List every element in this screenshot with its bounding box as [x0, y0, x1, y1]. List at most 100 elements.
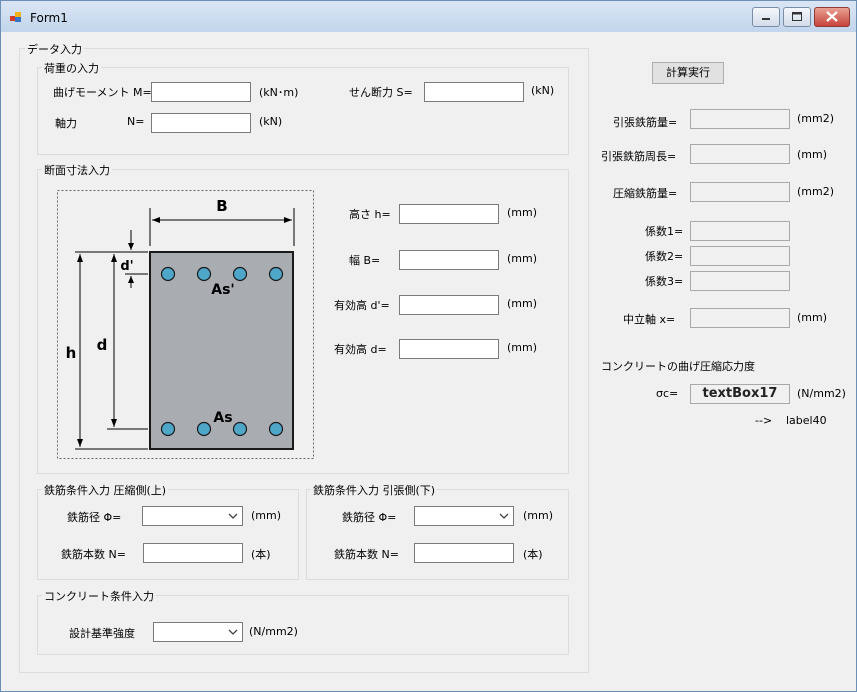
width-input[interactable]	[399, 250, 499, 270]
strength-select[interactable]	[153, 622, 243, 642]
rebar-comp-group	[37, 489, 299, 580]
neutral-axis-label: 中立軸 x=	[623, 313, 676, 326]
close-button[interactable]	[814, 7, 850, 27]
as-prime-label: As'	[211, 282, 234, 298]
sigma-label: σc=	[656, 387, 679, 400]
eff-dprime-unit: (mm)	[507, 297, 538, 310]
coef3-output	[690, 271, 790, 291]
tens-dia-select[interactable]	[414, 506, 514, 526]
chevron-down-icon	[228, 513, 238, 519]
close-icon	[826, 11, 838, 22]
section-diagram: B As' As h d d'	[57, 190, 314, 459]
coef2-label: 係数2=	[645, 250, 684, 263]
as-label: As	[213, 410, 232, 426]
moment-unit: (kN･m)	[259, 86, 299, 99]
maximize-button[interactable]	[783, 7, 811, 27]
rebar-tens-legend: 鉄筋条件入力 引張側(下)	[311, 482, 438, 498]
b-arrow-right	[284, 217, 292, 223]
axial-unit: (kN)	[259, 115, 283, 128]
d-arrow-top	[111, 254, 117, 262]
tension-area-unit: (mm2)	[797, 112, 835, 125]
strength-unit: (N/mm2)	[249, 625, 298, 638]
comp-area-unit: (mm2)	[797, 185, 835, 198]
coef2-output	[690, 246, 790, 266]
diagram-frame	[57, 190, 314, 459]
top-rebar	[196, 266, 212, 282]
eff-dprime-input[interactable]	[399, 295, 499, 315]
window-title: Form1	[30, 11, 68, 25]
section-input-group	[37, 169, 569, 474]
h-label: h	[66, 344, 77, 362]
eff-d-input[interactable]	[399, 339, 499, 359]
moment-label: 曲げモーメント M=	[53, 86, 152, 99]
width-unit: (mm)	[507, 252, 538, 265]
strength-label: 設計基準強度	[69, 627, 135, 640]
b-label: B	[216, 197, 227, 215]
dprime-label: d'	[120, 259, 133, 274]
top-rebar	[160, 266, 176, 282]
axial-label: 軸力	[55, 117, 77, 130]
height-unit: (mm)	[507, 206, 538, 219]
data-input-legend: データ入力	[25, 41, 84, 57]
chevron-down-icon	[499, 513, 509, 519]
tens-count-input[interactable]	[414, 543, 514, 563]
comp-count-input[interactable]	[143, 543, 243, 563]
h-arrow-top	[77, 254, 83, 262]
concrete-group	[37, 595, 569, 655]
height-input[interactable]	[399, 204, 499, 224]
bottom-rebar	[160, 421, 176, 437]
coef1-output	[690, 221, 790, 241]
chevron-down-icon	[228, 629, 238, 635]
shear-input[interactable]	[424, 82, 524, 102]
bottom-rebar	[232, 421, 248, 437]
eff-d-unit: (mm)	[507, 341, 538, 354]
b-arrow-left	[152, 217, 160, 223]
coef1-label: 係数1=	[645, 225, 684, 238]
top-rebar	[232, 266, 248, 282]
d-arrow-bottom	[111, 419, 117, 427]
section-input-legend: 断面寸法入力	[42, 162, 112, 178]
comp-count-label: 鉄筋本数 N=	[61, 548, 126, 561]
eff-d-label: 有効高 d=	[334, 343, 387, 356]
app-icon	[10, 12, 21, 22]
comp-dia-unit: (mm)	[251, 509, 282, 522]
top-rebar	[268, 266, 284, 282]
tension-perim-label: 引張鉄筋周長=	[601, 150, 677, 163]
dprime-arrow-top	[128, 243, 134, 250]
client-area	[5, 32, 851, 686]
minimize-button[interactable]	[752, 7, 780, 27]
beam-section	[149, 251, 294, 450]
comp-dia-label: 鉄筋径 Φ=	[67, 511, 122, 524]
load-input-legend: 荷重の入力	[42, 60, 101, 76]
tension-area-output	[690, 109, 790, 129]
bottom-rebar	[196, 421, 212, 437]
tension-area-label: 引張鉄筋量=	[613, 116, 678, 129]
comp-area-output	[690, 182, 790, 202]
moment-input[interactable]	[151, 82, 251, 102]
comp-dia-select[interactable]	[142, 506, 243, 526]
rebar-comp-legend: 鉄筋条件入力 圧縮側(上)	[42, 482, 169, 498]
data-input-group	[19, 48, 589, 673]
tens-dia-unit: (mm)	[523, 509, 554, 522]
maximize-icon	[792, 12, 802, 21]
sigma-unit: (N/mm2)	[797, 387, 846, 400]
shear-unit: (kN)	[531, 84, 555, 97]
tens-count-unit: (本)	[523, 548, 543, 561]
neutral-axis-output	[690, 308, 790, 328]
calculate-button[interactable]: 計算実行	[652, 62, 724, 84]
h-arrow-bottom	[77, 439, 83, 447]
label40: label40	[786, 414, 827, 427]
axial-input[interactable]	[151, 113, 251, 133]
concrete-legend: コンクリート条件入力	[42, 588, 156, 604]
tension-perim-unit: (mm)	[797, 148, 828, 161]
shear-label: せん断力 S=	[349, 86, 413, 99]
rebar-tens-group	[306, 489, 569, 580]
coef3-label: 係数3=	[645, 275, 684, 288]
d-label: d	[97, 336, 108, 354]
neutral-axis-unit: (mm)	[797, 311, 828, 324]
bottom-rebar	[268, 421, 284, 437]
width-label: 幅 B=	[349, 254, 381, 267]
dprime-arrow-bottom	[128, 276, 134, 283]
stress-title: コンクリートの曲げ圧縮応力度	[601, 360, 755, 373]
